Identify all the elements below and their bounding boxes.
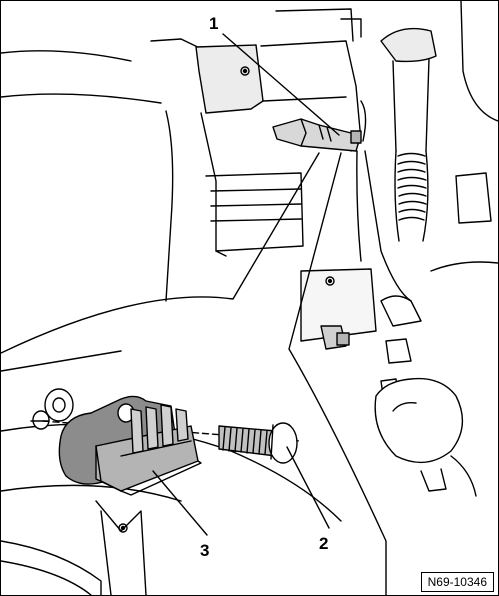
callout-1: 1 xyxy=(209,14,219,33)
sensor-in-vehicle xyxy=(272,118,362,152)
figure-code-label: N69-10346 xyxy=(420,572,494,592)
callout-3: 3 xyxy=(200,541,210,560)
detail-view-frame xyxy=(1,152,387,595)
callout-2: 2 xyxy=(319,534,329,553)
leader-lines xyxy=(152,33,340,536)
sensor-detail xyxy=(30,388,302,496)
vehicle-structure xyxy=(1,1,498,497)
